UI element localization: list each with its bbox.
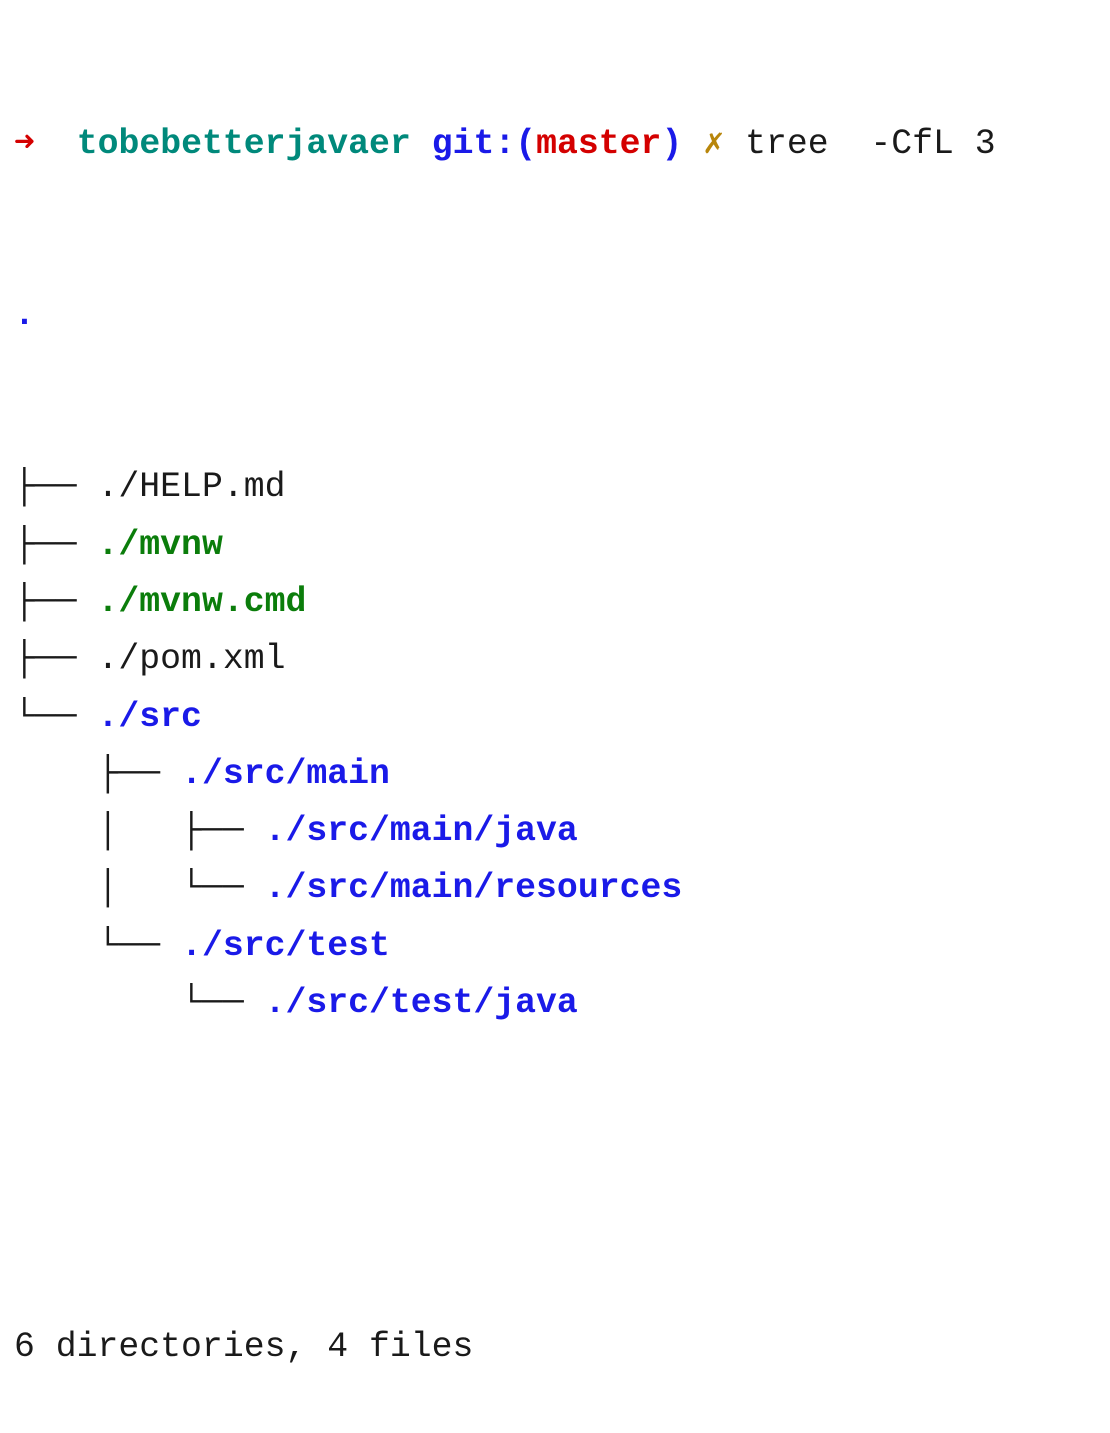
tree-branch-prefix: └── <box>14 984 265 1024</box>
prompt-arrow-icon: ➜ <box>14 124 35 164</box>
git-suffix: ) <box>661 124 683 164</box>
directory-name: ./src/main/java <box>264 812 578 852</box>
directory-name: ./src/test/java <box>264 984 578 1024</box>
tree-entry: └── ./src/test <box>14 918 996 975</box>
tree-entry: ├── ./pom.xml <box>14 631 996 688</box>
tree-entry: └── ./src <box>14 689 996 746</box>
tree-branch-prefix: ├── <box>14 754 182 794</box>
tree-entry: └── ./src/test/java <box>14 975 996 1032</box>
tree-entry: ├── ./src/main <box>14 746 996 803</box>
file-name: ./pom.xml <box>97 640 286 680</box>
executable-name: ./mvnw.cmd <box>97 582 307 622</box>
tree-branch-prefix: └── <box>14 697 98 737</box>
tree-branch-prefix: ├── <box>14 640 98 680</box>
tree-branch-prefix: └── <box>14 926 182 966</box>
tree-branch-prefix: │ ├── <box>14 812 265 852</box>
tree-root: . <box>14 296 35 336</box>
file-name: ./HELP.md <box>97 468 286 508</box>
dirty-mark-icon: ✗ <box>703 124 725 164</box>
git-prefix: git:( <box>431 124 537 164</box>
git-branch: master <box>536 124 662 164</box>
directory-name: ./src/test <box>181 926 390 966</box>
tree-entry: ├── ./mvnw <box>14 517 996 574</box>
blank-line <box>14 1147 996 1204</box>
directory-name: ./src/main <box>181 754 390 794</box>
tree-branch-prefix: ├── <box>14 525 98 565</box>
directory-name: ./src/main/resources <box>264 869 683 909</box>
tree-entry: │ └── ./src/main/resources <box>14 860 996 917</box>
prompt-line: ➜ tobebetterjavaer git:(master) ✗ tree -… <box>14 116 996 173</box>
tree-entry: ├── ./mvnw.cmd <box>14 574 996 631</box>
executable-name: ./mvnw <box>97 525 223 565</box>
directory-name: ./src <box>97 697 202 737</box>
tree-branch-prefix: ├── <box>14 468 98 508</box>
terminal-output: ➜ tobebetterjavaer git:(master) ✗ tree -… <box>14 1 996 1433</box>
tree-branch-prefix: ├── <box>14 582 98 622</box>
tree-branch-prefix: │ └── <box>14 869 265 909</box>
tree-entry: ├── ./HELP.md <box>14 459 996 516</box>
command-text: tree -CfL 3 <box>745 124 996 164</box>
current-directory: tobebetterjavaer <box>76 124 411 164</box>
tree-summary: 6 directories, 4 files <box>14 1327 474 1367</box>
